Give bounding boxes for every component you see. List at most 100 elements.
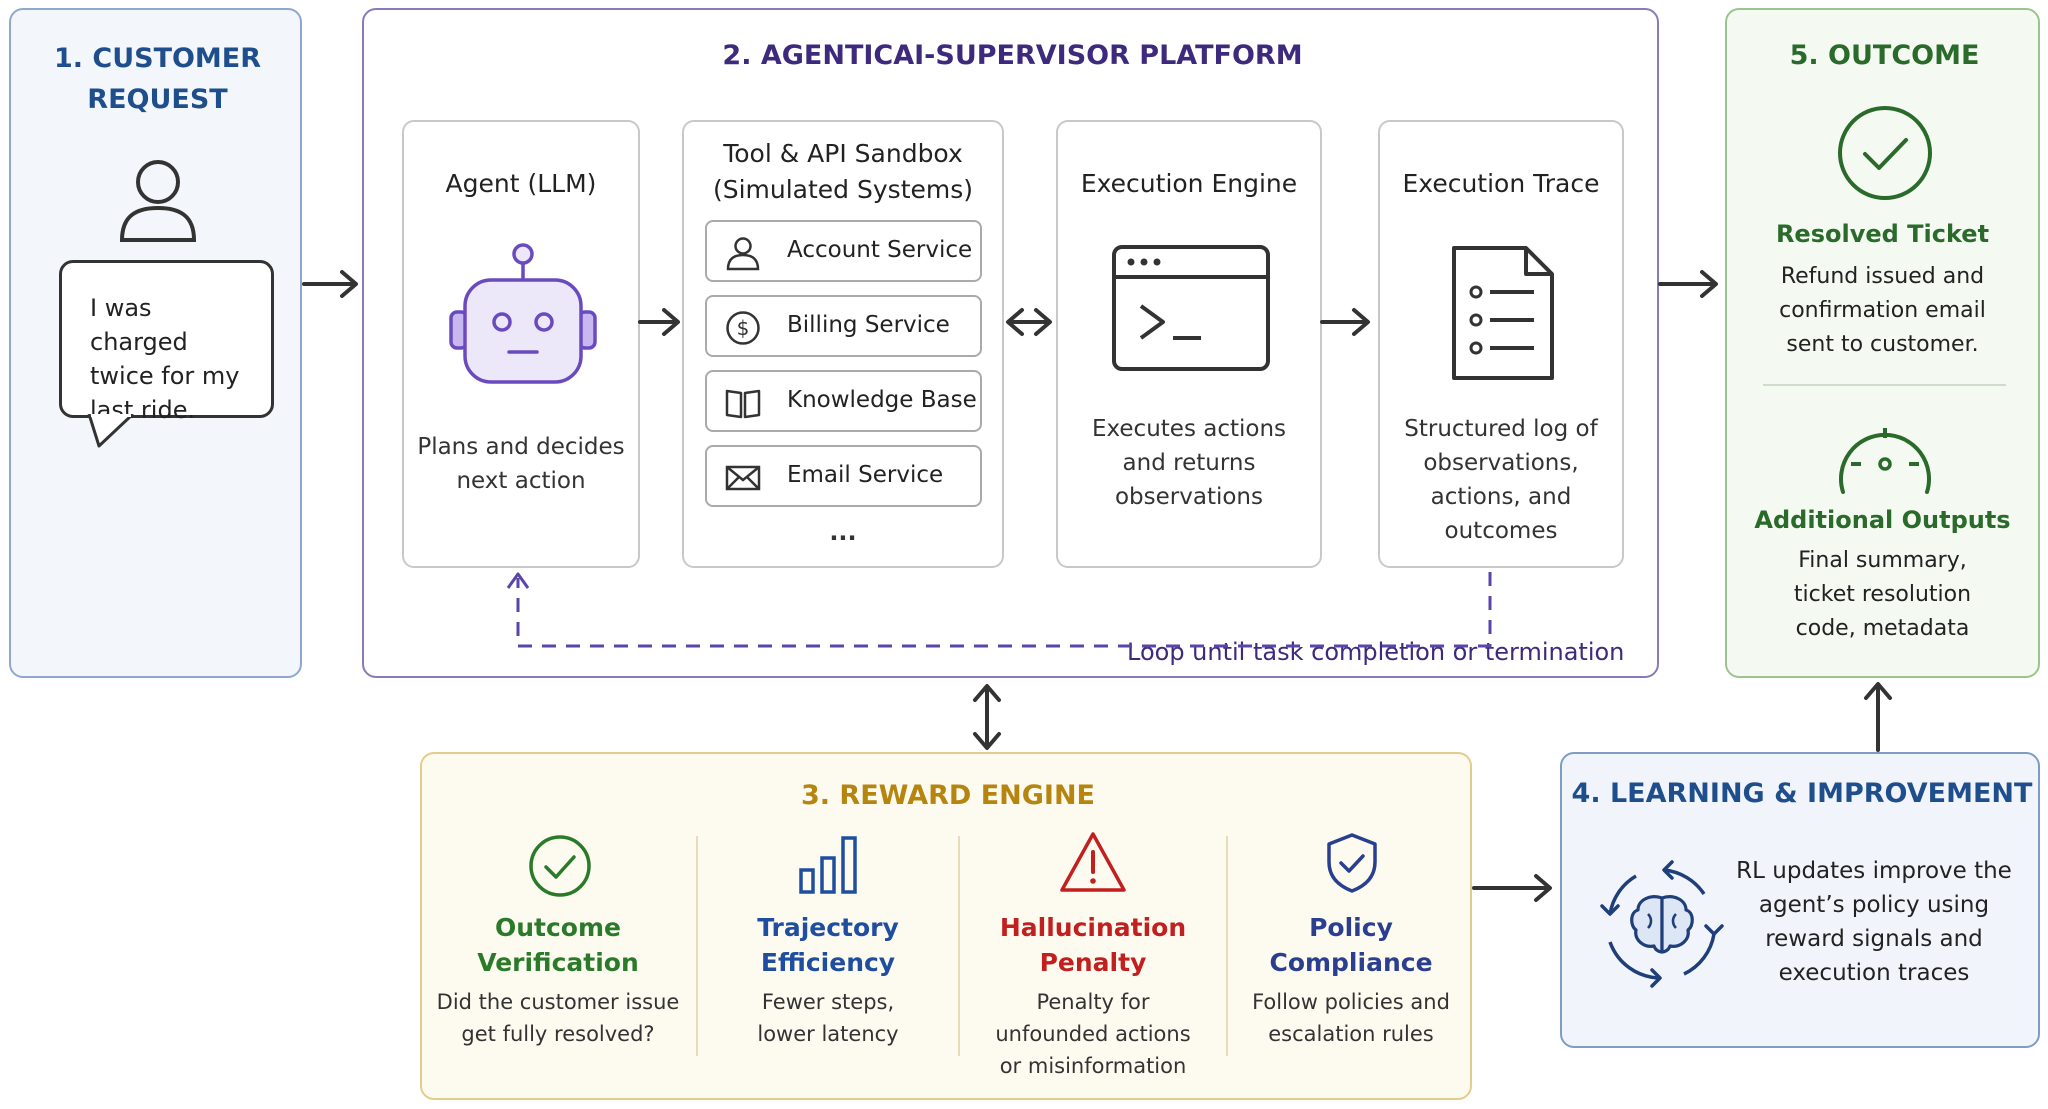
execution-trace-card: Execution Trace Structured log of observ…	[1378, 120, 1624, 568]
customer-request-title: 1. CUSTOMER REQUEST	[11, 38, 304, 120]
billing-service-item: $ Billing Service	[705, 295, 982, 357]
book-icon	[725, 389, 761, 419]
dollar-icon: $	[726, 311, 760, 345]
reward-title-line: Penalty	[1039, 948, 1147, 977]
outcome-desc-line: sent to customer.	[1786, 332, 1979, 357]
tool-sandbox-card: Tool & API Sandbox (Simulated Systems) A…	[682, 120, 1004, 568]
policy-compliance-title: Policy Compliance	[1228, 910, 1474, 980]
more-services-ellipsis: ...	[829, 518, 857, 546]
envelope-icon	[725, 465, 761, 491]
outcome-title: 5. OUTCOME	[1789, 40, 1980, 71]
warning-icon	[1060, 832, 1126, 892]
execution-trace-title: Execution Trace	[1402, 169, 1600, 198]
customer-message-line: twice for my	[90, 362, 240, 390]
policy-compliance-item: Policy Compliance Follow policies and es…	[1228, 754, 1474, 1102]
arrow-platform-to-outcome	[1658, 270, 1718, 298]
execution-engine-desc-line: and returns	[1122, 450, 1256, 476]
hallucination-penalty-item: Hallucination Penalty Penalty for unfoun…	[960, 754, 1226, 1102]
reward-title-line: Policy	[1309, 913, 1393, 942]
execution-engine-card: Execution Engine Executes actions and re…	[1056, 120, 1322, 568]
learning-desc-line: RL updates improve the	[1736, 858, 2012, 884]
bar-chart-icon	[799, 836, 857, 894]
brain-cycle-icon	[1600, 860, 1724, 988]
outcome-verification-title: Outcome Verification	[422, 910, 694, 980]
reward-title-line: Hallucination	[999, 913, 1187, 942]
email-service-item: Email Service	[705, 445, 982, 507]
learning-desc: RL updates improve the agent’s policy us…	[1734, 854, 2014, 990]
policy-compliance-desc: Follow policies and escalation rules	[1228, 986, 1474, 1050]
trajectory-efficiency-item: Trajectory Efficiency Fewer steps, lower…	[698, 754, 958, 1102]
loop-label: Loop until task completion or terminatio…	[1119, 638, 1633, 666]
outcome-verification-item: Outcome Verification Did the customer is…	[422, 754, 694, 1102]
reward-desc-line: Did the customer issue	[436, 990, 680, 1014]
check-circle-icon	[1838, 106, 1932, 200]
document-list-icon	[1452, 246, 1554, 380]
execution-trace-desc-line: Structured log of	[1404, 416, 1598, 442]
agent-title: Agent (LLM)	[445, 169, 597, 198]
email-service-label: Email Service	[787, 462, 944, 488]
reward-desc-line: unfounded actions	[995, 1022, 1191, 1046]
learning-desc-line: reward signals and	[1765, 926, 1983, 952]
execution-engine-title: Execution Engine	[1080, 169, 1298, 198]
outcome-divider	[1763, 384, 2006, 386]
account-service-label: Account Service	[787, 237, 973, 263]
reward-desc-line: Fewer steps,	[761, 990, 895, 1014]
outcome-desc-line: code, metadata	[1795, 616, 1970, 641]
customer-request-panel: 1. CUSTOMER REQUEST I was charged twice …	[9, 8, 302, 678]
billing-service-label: Billing Service	[787, 312, 950, 338]
learning-desc-line: execution traces	[1778, 960, 1970, 986]
reward-desc-line: Penalty for	[1036, 990, 1150, 1014]
knowledge-base-item: Knowledge Base	[705, 370, 982, 432]
outcome-desc-line: Final summary,	[1798, 548, 1967, 573]
reward-divider	[958, 836, 960, 1056]
shield-check-icon	[1327, 833, 1377, 893]
sandbox-title: Tool & API Sandbox (Simulated Systems)	[684, 136, 1002, 208]
trajectory-efficiency-desc: Fewer steps, lower latency	[698, 986, 958, 1050]
check-circle-icon	[529, 835, 591, 897]
trajectory-efficiency-title: Trajectory Efficiency	[698, 910, 958, 980]
knowledge-base-label: Knowledge Base	[787, 387, 977, 413]
hallucination-penalty-desc: Penalty for unfounded actions or misinfo…	[960, 986, 1226, 1082]
learning-desc-line: agent’s policy using	[1758, 892, 1990, 918]
platform-title: 2. AGENTICAI-SUPERVISOR PLATFORM	[722, 40, 1303, 71]
reward-title-line: Outcome	[494, 913, 621, 942]
execution-engine-desc-line: observations	[1114, 484, 1263, 510]
outcome-panel: 5. OUTCOME Resolved Ticket Refund issued…	[1725, 8, 2040, 678]
reward-engine-panel: 3. REWARD ENGINE Outcome Verification Di…	[420, 752, 1472, 1100]
arrow-reward-to-learning	[1472, 874, 1552, 902]
agent-desc: Plans and decides next action	[404, 430, 638, 498]
platform-panel: 2. AGENTICAI-SUPERVISOR PLATFORM Agent (…	[362, 8, 1659, 678]
svg-text:$: $	[737, 316, 750, 340]
customer-request-title-line: 1. CUSTOMER	[53, 43, 262, 74]
outcome-desc-line: confirmation email	[1779, 298, 1986, 323]
user-icon	[726, 237, 760, 271]
reward-title-line: Efficiency	[760, 948, 896, 977]
robot-icon	[449, 243, 597, 384]
execution-trace-desc-line: actions, and	[1430, 484, 1572, 510]
arrow-learning-to-outcome	[1864, 682, 1892, 752]
reward-desc-line: get fully resolved?	[461, 1022, 655, 1046]
resolved-ticket-desc: Refund issued and confirmation email sen…	[1727, 260, 2038, 362]
learning-title: 4. LEARNING & IMPROVEMENT	[1571, 778, 2033, 809]
reward-desc-line: lower latency	[757, 1022, 899, 1046]
reward-desc-line: or misinformation	[999, 1054, 1187, 1078]
agent-desc-line: Plans and decides	[417, 434, 625, 460]
additional-outputs-desc: Final summary, ticket resolution code, m…	[1727, 544, 2038, 646]
sandbox-title-line: Tool & API Sandbox	[723, 139, 963, 168]
execution-trace-desc: Structured log of observations, actions,…	[1380, 412, 1622, 548]
learning-panel: 4. LEARNING & IMPROVEMENT RL updates imp…	[1560, 752, 2040, 1048]
execution-trace-desc-line: outcomes	[1444, 518, 1558, 544]
user-icon	[119, 160, 197, 242]
customer-message-line: I was charged	[90, 294, 188, 356]
agent-card: Agent (LLM) Plans and decides next actio…	[402, 120, 640, 568]
account-service-item: Account Service	[705, 220, 982, 282]
additional-outputs-title: Additional Outputs	[1754, 506, 2011, 534]
outcome-verification-desc: Did the customer issue get fully resolve…	[422, 986, 694, 1050]
reward-title-line: Verification	[477, 948, 639, 977]
reward-desc-line: escalation rules	[1268, 1022, 1434, 1046]
customer-message-bubble: I was charged twice for my last ride.	[59, 260, 274, 424]
gauge-icon	[1839, 428, 1931, 494]
outcome-desc-line: Refund issued and	[1780, 264, 1985, 289]
hallucination-penalty-title: Hallucination Penalty	[960, 910, 1226, 980]
customer-request-title-line: REQUEST	[87, 84, 228, 115]
